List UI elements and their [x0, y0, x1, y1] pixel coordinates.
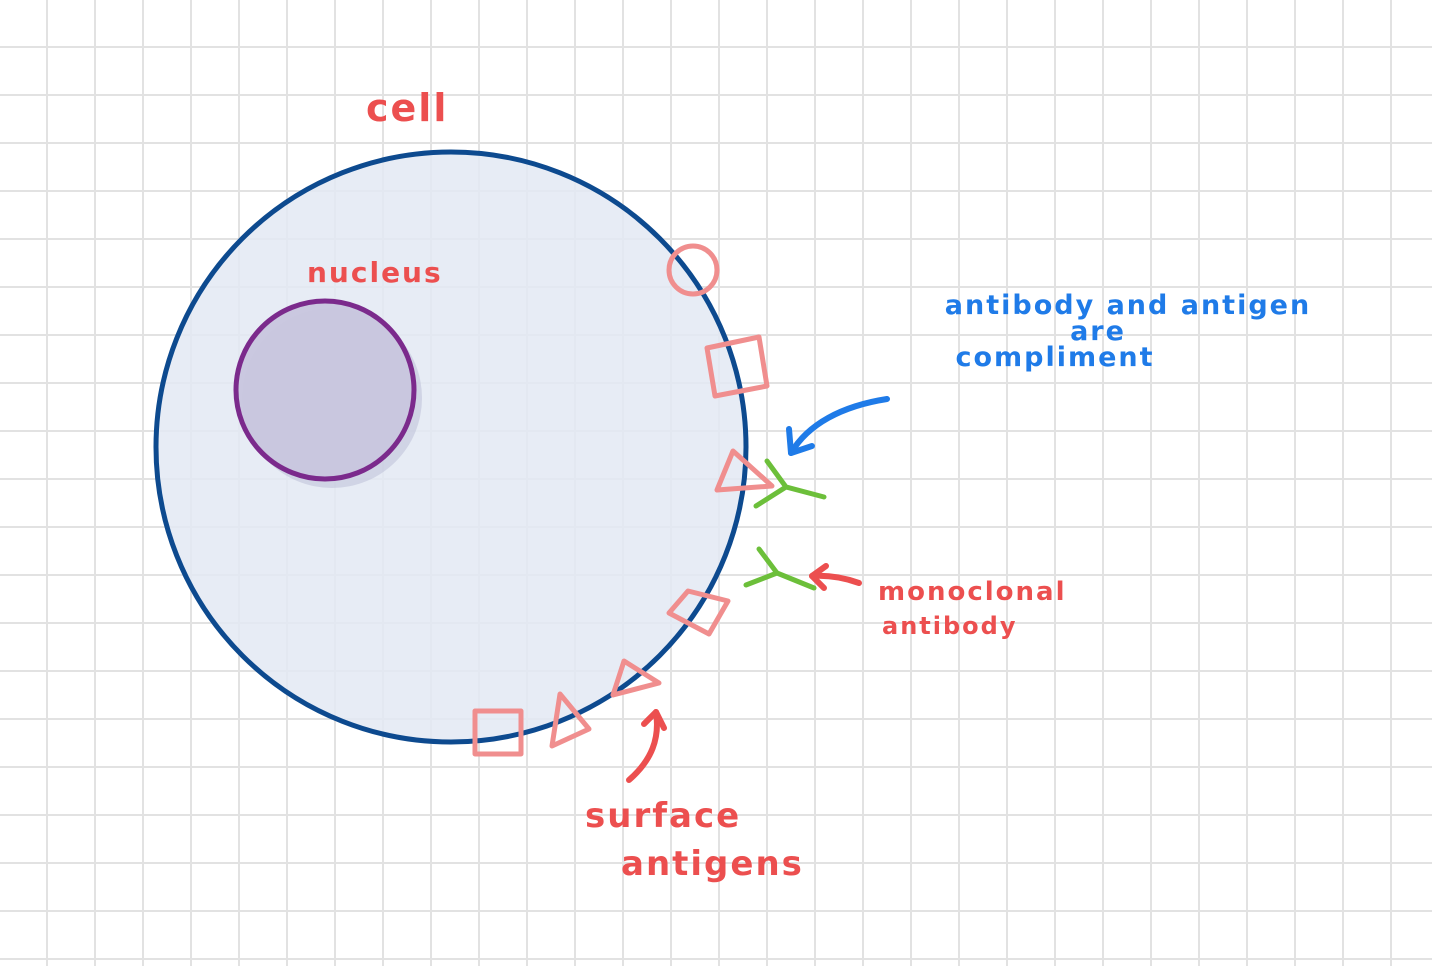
complement-arrow-head [786, 426, 815, 456]
surface-antigens-label: surface antigens [585, 792, 804, 888]
surface-arrow-head [641, 709, 667, 731]
free-antibody [743, 546, 817, 591]
antigen-square [704, 334, 770, 399]
antigen-square [472, 708, 524, 757]
cell-label: cell [366, 86, 449, 130]
monoclonal-label-line1: monoclonal [878, 577, 1067, 607]
complement-label-line1: antibody and antigen [944, 290, 1312, 321]
antigen-square [666, 588, 731, 637]
surface-label-line1: surface [585, 796, 742, 836]
antigen-circle [666, 243, 720, 297]
nucleus-label: nucleus [307, 256, 443, 289]
bound-antibody [753, 458, 827, 509]
monoclonal-label: monoclonal antibody [878, 572, 1066, 646]
monoclonal-label-line2: antibody [882, 612, 1018, 640]
complement-arrow [788, 396, 890, 456]
complement-label: antibody and antigen are compliment [910, 286, 1346, 378]
complement-label-line3: compliment [955, 342, 1155, 373]
antigen-triangle [610, 658, 662, 698]
nucleus [233, 298, 417, 482]
antigen-triangle [549, 691, 592, 749]
complement-label-line2: are [1070, 316, 1126, 347]
monoclonal-arrow-head [809, 563, 829, 591]
surface-label-line2: antigens [621, 844, 804, 884]
cell-body [153, 149, 749, 745]
antigen-triangle [714, 448, 775, 493]
